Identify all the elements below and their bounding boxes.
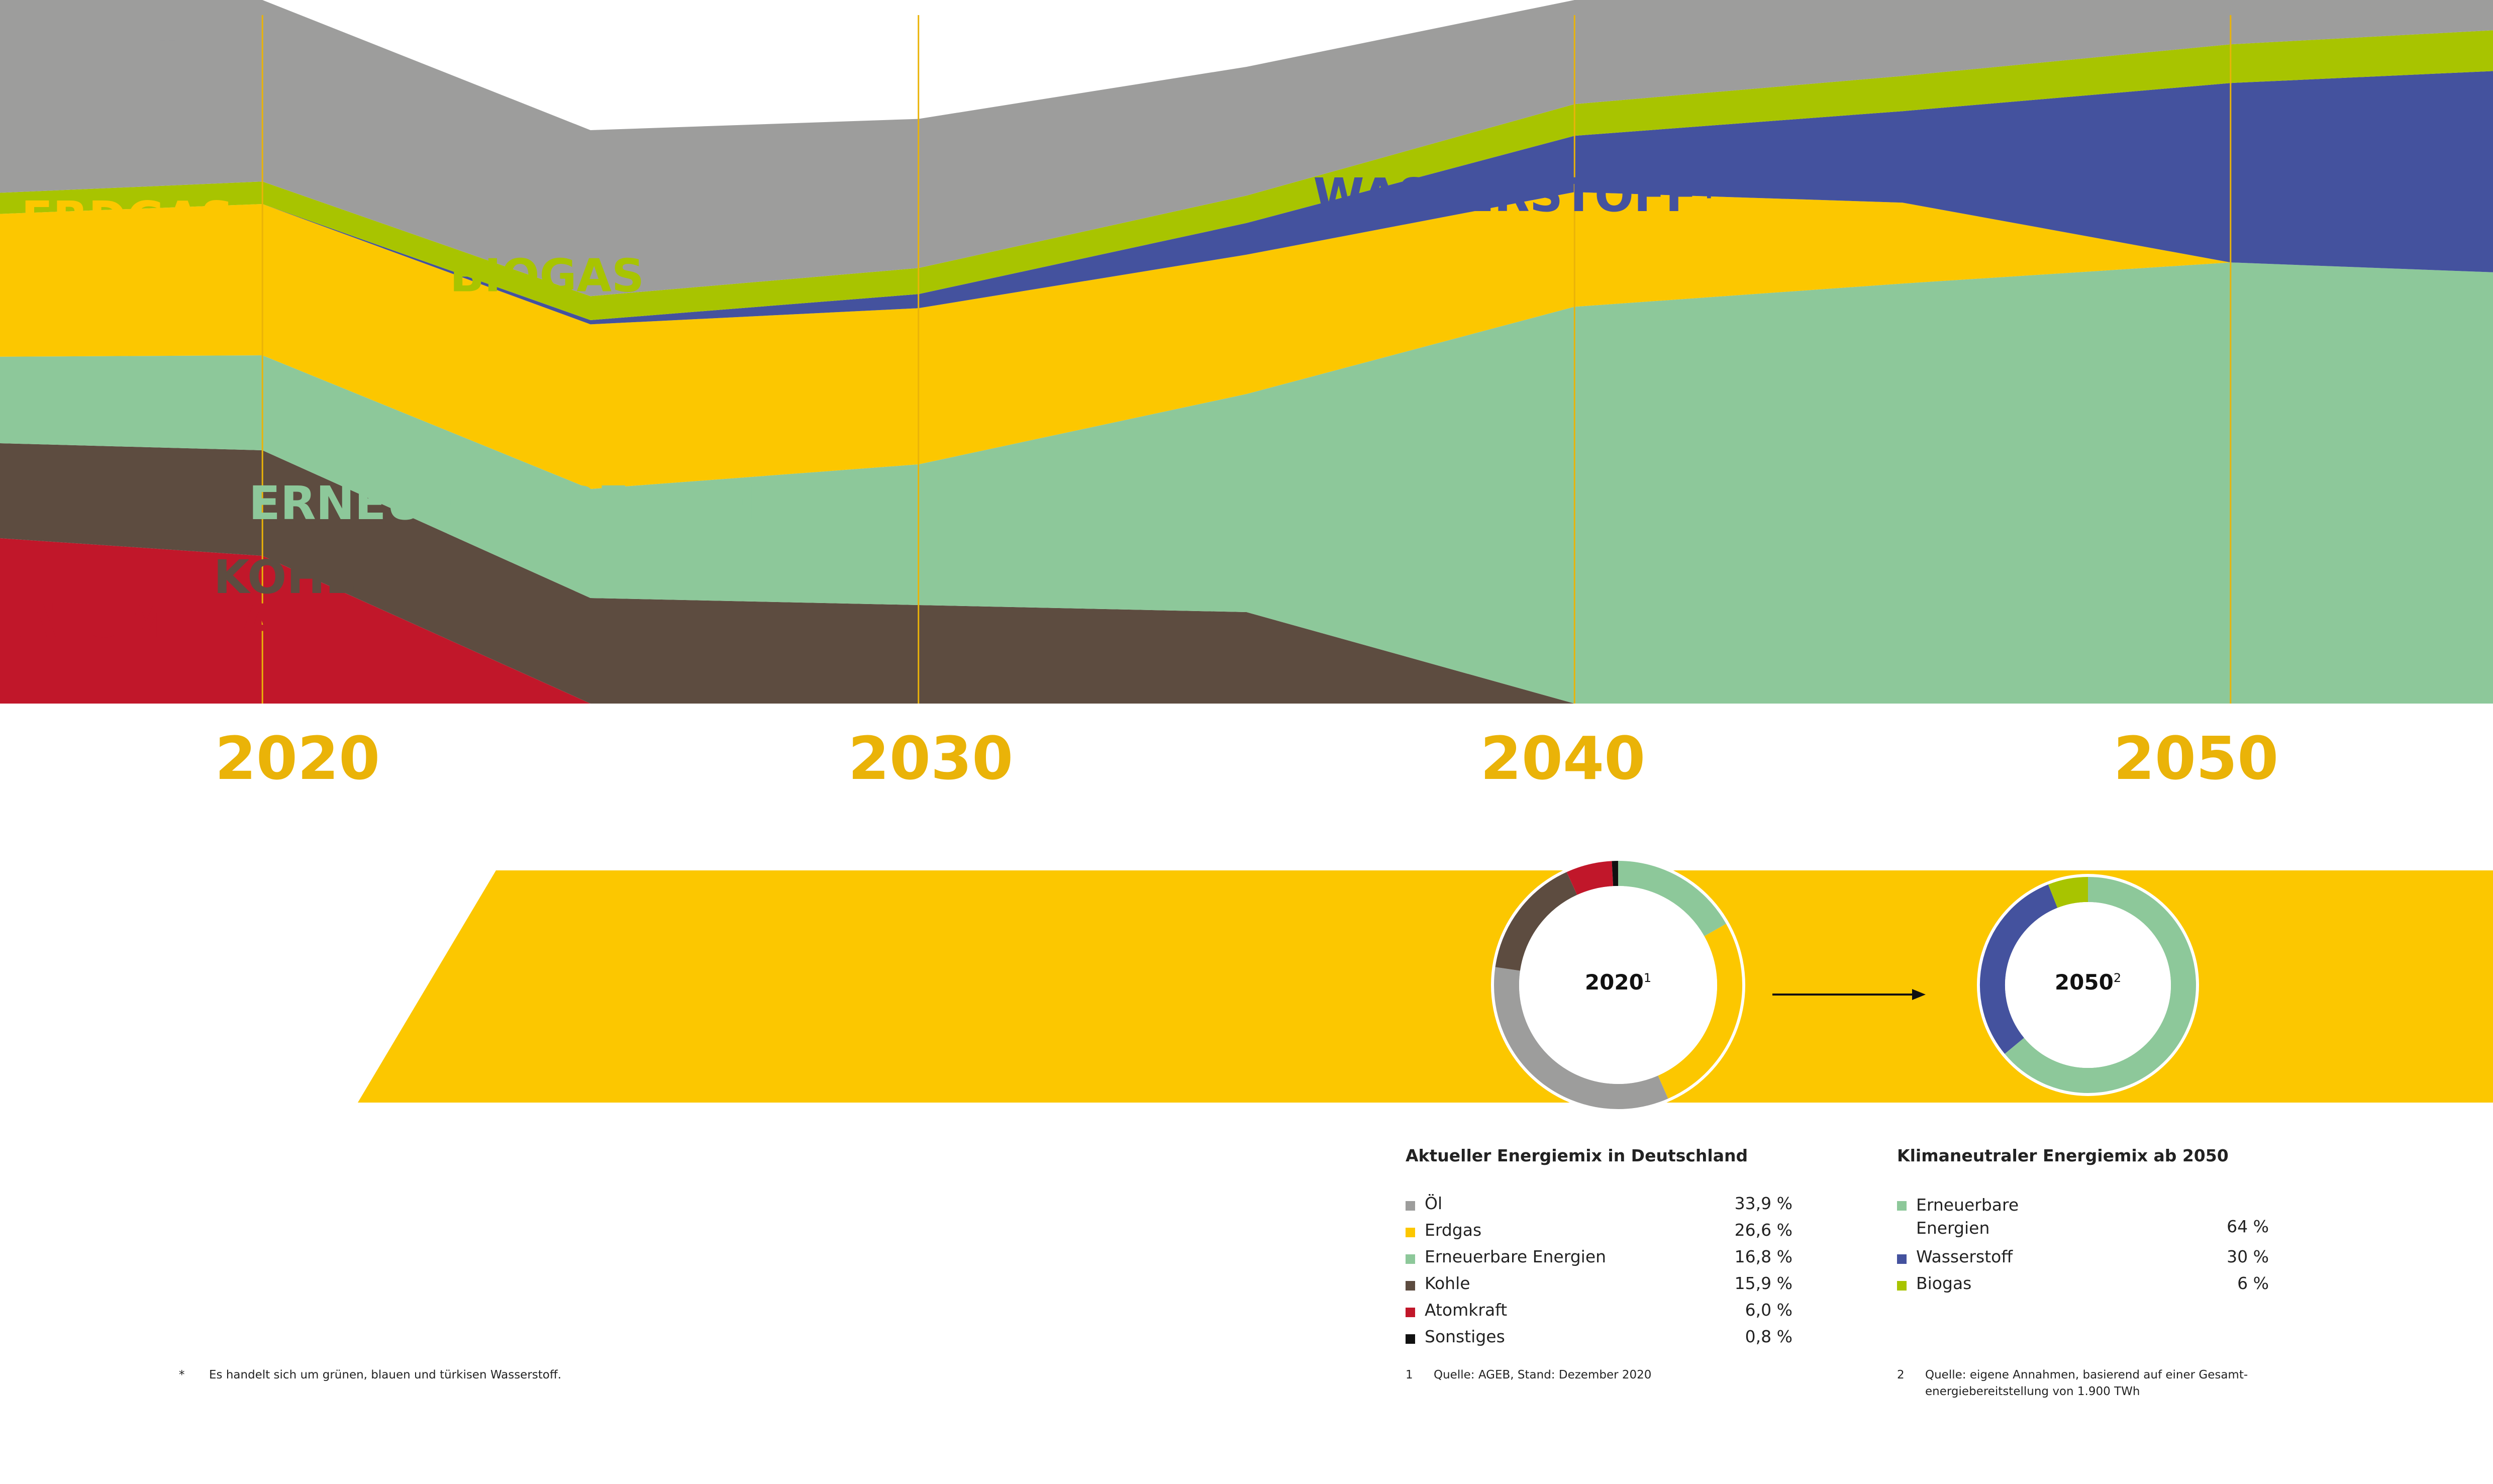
legend-2050-title: Klimaneutraler Energiemix ab 2050: [1897, 1146, 2229, 1165]
donut-slice-biogas: [2048, 876, 2088, 908]
donut-slice-öl: [1494, 967, 1668, 1109]
donut-2050-center-label: 20502: [2054, 970, 2122, 995]
legend-label: Erneuerbare Energien: [1425, 1247, 1607, 1266]
donut-slice-kohle: [1495, 872, 1577, 971]
legend-row: Öl 33,9 %: [1406, 1194, 1792, 1220]
legend-label: Atomkraft: [1425, 1300, 1508, 1320]
arrow-head: [1912, 989, 1926, 1000]
area-series-labels: ÖL BIOGAS WASSERSTOFF* ERDGAS ERNEUERBARE EN…: [20, 40, 1721, 648]
legend-2050: Klimaneutraler Energiemix ab 2050 Erneue…: [1897, 1146, 2284, 1300]
legend-swatch: [1406, 1228, 1415, 1237]
footnote-mark: 2: [1897, 1368, 1905, 1381]
legend-swatch: [1406, 1281, 1415, 1291]
area-erdgas: [0, 192, 2493, 489]
legend-2020-rows: Öl 33,9 % Erdgas 26,6 % Erneuerbare Energien…: [1406, 1194, 1792, 1353]
legend-swatch: [1406, 1334, 1415, 1344]
legend-label: Erneuerbare Energien: [1916, 1195, 2019, 1238]
legend-swatch: [1406, 1254, 1415, 1264]
legend-value: 6,0 %: [1745, 1300, 1792, 1320]
legend-label: Wasserstoff: [1916, 1247, 2013, 1266]
area-kohle: [0, 443, 2493, 704]
legend-row: Biogas 6 %: [1897, 1273, 2284, 1300]
legend-value: 33,9 %: [1734, 1194, 1792, 1213]
donut-slice-wasserstoff: [1980, 884, 2058, 1054]
donut-slice-atomkraft: [1566, 861, 1614, 895]
legend-row: Erneuerbare Energien 64 %: [1897, 1194, 2284, 1247]
legend-label: Sonstiges: [1425, 1327, 1505, 1346]
legend-swatch: [1897, 1254, 1907, 1264]
donut-slice-erneuerbare-energien: [2005, 877, 2196, 1093]
x-tick-2050: 2050: [2113, 724, 2279, 793]
area-label-kohle: KOHLE: [214, 550, 386, 604]
legend-value: 64 %: [2227, 1217, 2269, 1236]
legend-label: Biogas: [1916, 1273, 1972, 1293]
area-label-oel: ÖL: [147, 40, 219, 97]
area-label-erdgas: ERDGAS: [21, 191, 234, 245]
donut-2020: [1491, 858, 1745, 1112]
x-tick-2030: 2030: [848, 724, 1014, 793]
legend-label: Öl: [1425, 1194, 1443, 1213]
legend-value: 26,6 %: [1734, 1220, 1792, 1240]
legend-row: Wasserstoff 30 %: [1897, 1247, 2284, 1273]
area-label-erneuerbare: ERNEUERBARE ENERGIEN: [249, 476, 908, 530]
legend-2020-title: Aktueller Energiemix in Deutschland: [1406, 1146, 1748, 1165]
decade-gridlines: [261, 15, 2232, 704]
footnote-mark: *: [179, 1368, 185, 1381]
donut-2020-center-label: 20201: [1584, 970, 1652, 995]
legend-swatch: [1897, 1281, 1907, 1291]
footnote-text: Quelle: eigene Annahmen, basierend auf e…: [1925, 1368, 2248, 1398]
legend-label: Erdgas: [1425, 1220, 1482, 1240]
donut-hole: [1519, 886, 1717, 1084]
area-label-atomkraft: ATOMKRAFT: [20, 595, 340, 648]
legend-value: 30 %: [2227, 1247, 2269, 1266]
legend-row: Sonstiges 0,8 %: [1406, 1327, 1792, 1353]
legend-swatch: [1406, 1201, 1415, 1211]
legend-value: 0,8 %: [1745, 1327, 1792, 1346]
area-atomkraft: [0, 538, 2493, 704]
area-biogas: [0, 30, 2493, 320]
footnote-text: Es handelt sich um grünen, blauen und tü…: [209, 1368, 562, 1381]
legend-label: Kohle: [1425, 1273, 1470, 1293]
legend-swatch: [1897, 1201, 1907, 1211]
donut-slice-erdgas: [1658, 924, 1742, 1099]
legend-row: Atomkraft 6,0 %: [1406, 1300, 1792, 1327]
donut-hole: [2005, 902, 2171, 1068]
legend-row: Kohle 15,9 %: [1406, 1273, 1792, 1300]
legend-value: 6 %: [2237, 1273, 2269, 1293]
footnote-mark: 1: [1406, 1368, 1413, 1381]
legend-row: Erneuerbare Energien 16,8 %: [1406, 1247, 1792, 1273]
x-tick-2020: 2020: [215, 724, 380, 793]
donut-slice-erneuerbare-energien: [1618, 861, 1726, 937]
legend-row: Erdgas 26,6 %: [1406, 1220, 1792, 1247]
area-layers: [0, 0, 2493, 704]
legend-swatch: [1406, 1308, 1415, 1317]
area-wasserstoff: [0, 71, 2493, 325]
footnote-text: Quelle: AGEB, Stand: Dezember 2020: [1434, 1368, 1652, 1381]
area-label-biogas: BIOGAS: [450, 249, 644, 302]
area-erneuerbare: [0, 262, 2493, 704]
legend-value: 16,8 %: [1734, 1247, 1792, 1266]
x-tick-2040: 2040: [1480, 724, 1646, 793]
donut-2050: [1977, 874, 2199, 1096]
legend-value: 15,9 %: [1734, 1273, 1792, 1293]
legend-2020: Aktueller Energiemix in Deutschland Öl 33…: [1406, 1146, 1792, 1353]
area-label-wasserstoff: WASSERSTOFF*: [1313, 168, 1721, 222]
area-oel: [0, 0, 2493, 296]
